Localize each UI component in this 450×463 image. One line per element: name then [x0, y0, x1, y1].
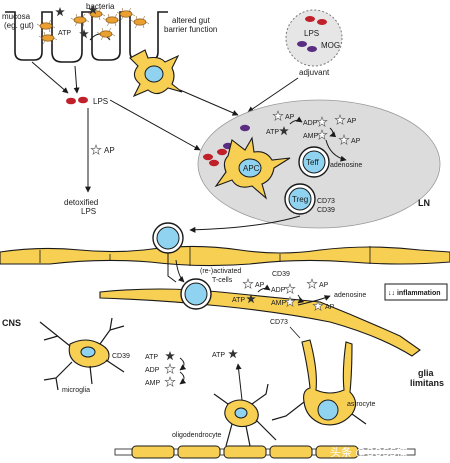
lps-particles-top: [66, 96, 88, 105]
cd73-ln-label: CD73: [317, 198, 335, 205]
arrow-mg-adp-amp: [179, 371, 187, 385]
watermark-label: 头条 @BOSS擂: [330, 445, 407, 459]
inflammation-label: ↓↓ inflammation: [388, 290, 441, 297]
astrocyte-cell: [271, 339, 367, 426]
reactivated-label-1: (re-)activated: [200, 268, 241, 275]
arrow-olig-atp: [235, 363, 243, 401]
atp-gut-label: ATP: [58, 30, 71, 37]
adenosine-ln-label: adenosine: [330, 162, 362, 169]
mg-adp-label: ADP: [145, 367, 160, 374]
adjuvant-circle: [285, 9, 343, 67]
reactivated-label-2: T-cells: [212, 277, 233, 284]
ln-ap1-label: AP: [285, 114, 295, 121]
arrow-mucosa-lps-1: [31, 61, 69, 94]
treg-label: Treg: [292, 195, 308, 204]
vessel-wall-top: [0, 245, 450, 267]
atp-olig-icon: [228, 349, 238, 359]
cns-atp-label: ATP: [232, 297, 245, 304]
mucosa-label: mucosa: [2, 12, 31, 21]
arrow-ln-adp-amp: [329, 127, 337, 138]
arrow-transmigration: [175, 259, 185, 283]
gut-apc-cell: [129, 49, 183, 98]
cd73-cns-label: CD73: [270, 319, 288, 326]
arrow-apc-to-ln: [179, 89, 239, 116]
bacteria-icons: [36, 7, 150, 45]
inflammation-box: [384, 283, 448, 301]
lps-top-label: LPS: [93, 97, 108, 106]
treg-cell: [284, 183, 316, 215]
arrow-lps-to-ln: [109, 99, 201, 151]
arrow-cns-atp-adp: [257, 284, 271, 293]
teff-label: Teff: [306, 158, 320, 167]
oligodendrocyte-label: oligodendrocyte: [172, 432, 222, 439]
cd39-microglia-label: CD39: [112, 353, 130, 360]
altered-gut-label: altered gut: [172, 16, 211, 25]
arrow-mg-atp-adp: [179, 357, 187, 371]
reactivated-tcell: [180, 278, 212, 310]
ln-ap3-label: AP: [351, 138, 361, 145]
vessel-wall-bottom: [99, 288, 421, 357]
arrow-ln-atp-adp: [289, 116, 303, 125]
arrow-cns-adp-amp: [297, 294, 305, 304]
glia-label: glia: [418, 368, 434, 378]
cd39-ln-label: CD39: [317, 207, 335, 214]
arrow-cns-amp-ado: [297, 295, 331, 306]
cns-label: CNS: [2, 318, 21, 328]
teff-cell: [298, 146, 330, 178]
ln-atp-label: ATP: [266, 129, 279, 136]
mg-atp-label: ATP: [145, 354, 158, 361]
detoxified-label: detoxified: [64, 198, 98, 207]
ln-apc-cell: [214, 136, 291, 200]
atp-gut-icon: [55, 7, 65, 17]
mog-label: MOG: [321, 41, 340, 50]
bacteria-label: bacteria: [86, 2, 115, 11]
adjuvant-label: adjuvant: [299, 68, 330, 77]
cns-adp-icon: [284, 283, 296, 294]
lps-adjuvant-label: LPS: [304, 29, 319, 38]
microglia-cell: [39, 317, 125, 391]
barrier-function-label: barrier function: [164, 25, 217, 34]
adenosine-cns-label: adenosine: [334, 292, 366, 299]
apc-label: APC: [243, 164, 260, 173]
oligodendrocyte-cell: [213, 383, 277, 447]
astrocyte-label: astrocyte: [347, 401, 376, 408]
detox-lps-label: LPS: [81, 207, 96, 216]
limitans-label: limitans: [410, 378, 444, 388]
mg-amp-label: AMP: [145, 380, 161, 387]
microglia-label: microglia: [62, 387, 90, 394]
ap-mid-icon: [90, 144, 102, 155]
arrow-mucosa-lps-2: [73, 65, 80, 94]
mg-atp-icon: [165, 351, 175, 361]
ln-label: LN: [418, 198, 430, 208]
cns-amp-label: AMP: [271, 300, 287, 307]
ln-adp-label: ADP: [303, 120, 318, 127]
myelinated-axon: [114, 445, 416, 459]
cns-adp-label: ADP: [271, 287, 286, 294]
arrow-ln-amp-ado: [325, 139, 347, 162]
ln-amp-label: AMP: [303, 133, 319, 140]
mg-adp-icon: [164, 363, 176, 374]
cns-ap2-icon: [306, 278, 318, 289]
mg-amp-icon: [164, 376, 176, 387]
cns-ap3-label: AP: [325, 304, 335, 311]
arrow-ln-to-vessel: [189, 215, 301, 233]
cns-ap2-label: AP: [319, 282, 329, 289]
cns-ap1-icon: [242, 278, 254, 289]
arrow-adjuvant-to-ln: [247, 77, 299, 113]
ap-mid-label: AP: [104, 146, 115, 155]
atp-olig-label: ATP: [212, 352, 225, 359]
tcell-in-vessel: [152, 222, 184, 283]
cns-ap1-label: AP: [255, 282, 265, 289]
ln-ap2-label: AP: [347, 118, 357, 125]
cd39-vessel-label: CD39: [272, 271, 290, 278]
mucosa-sublabel: (eg. gut): [4, 21, 34, 30]
cd73-pointer: [289, 326, 301, 339]
